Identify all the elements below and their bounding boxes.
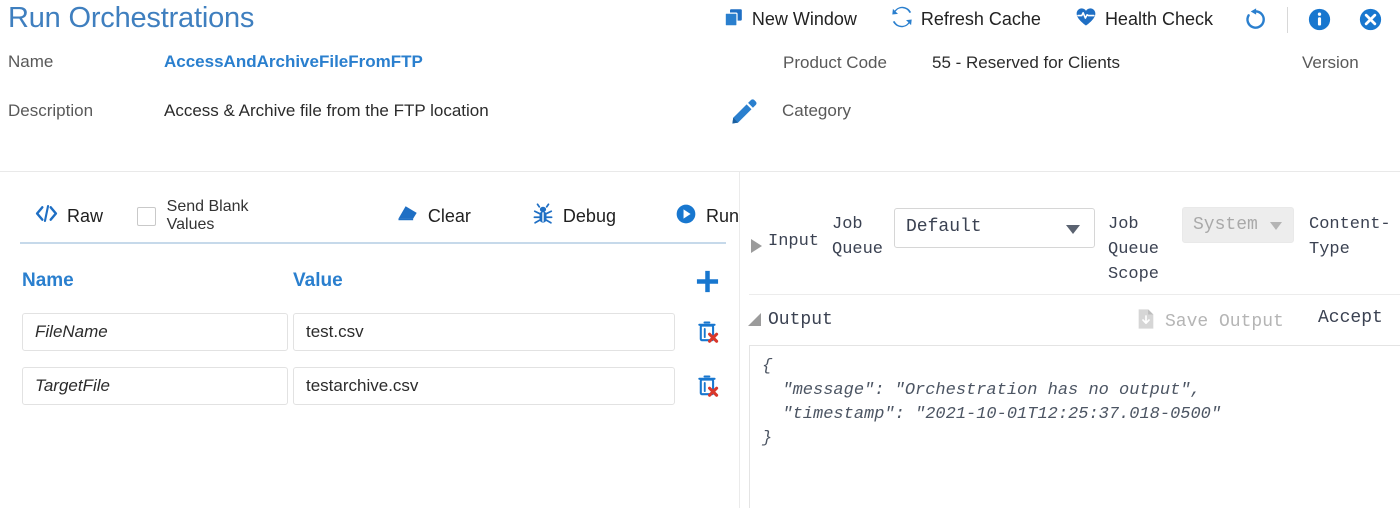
- chevron-down-icon: [1066, 225, 1080, 234]
- delete-row-icon[interactable]: [696, 374, 721, 404]
- code-brackets-icon: [35, 202, 58, 230]
- header-actions: New Window Refresh Cache: [706, 6, 1396, 33]
- job-queue-scope-selected-value: System: [1193, 215, 1258, 235]
- clear-button[interactable]: Clear: [397, 203, 471, 230]
- close-icon[interactable]: [1345, 7, 1396, 32]
- description-label: Description: [8, 101, 94, 120]
- job-queue-select[interactable]: Default: [894, 208, 1095, 248]
- delete-row-icon[interactable]: [696, 320, 721, 350]
- column-header-value: Value: [293, 270, 343, 291]
- description-value: Access & Archive file from the FTP locat…: [164, 101, 489, 120]
- output-label[interactable]: Output: [768, 310, 833, 330]
- input-label[interactable]: Input: [768, 232, 820, 251]
- page-header: Run Orchestrations Name AccessAndArchive…: [0, 0, 1400, 172]
- accept-button[interactable]: Accept: [1318, 308, 1383, 328]
- health-check-button[interactable]: Health Check: [1058, 6, 1230, 33]
- job-queue-scope-label: Job Queue Scope: [1108, 215, 1160, 284]
- parameter-name-input[interactable]: [22, 313, 288, 351]
- raw-button[interactable]: Raw: [35, 202, 103, 230]
- name-label: Name: [8, 52, 54, 71]
- name-value[interactable]: AccessAndArchiveFileFromFTP: [164, 52, 423, 71]
- input-output-divider: [749, 294, 1400, 295]
- send-blank-values-checkbox[interactable]: Send Blank Values: [137, 198, 298, 234]
- save-output-button[interactable]: Save Output: [1136, 308, 1284, 336]
- header-divider: [1287, 6, 1288, 33]
- job-queue-label: Job Queue: [832, 215, 884, 259]
- health-check-label: Health Check: [1104, 9, 1213, 29]
- refresh-cache-icon: [891, 6, 913, 33]
- refresh-cache-label: Refresh Cache: [920, 9, 1041, 29]
- parameters-panel: Raw Send Blank Values Clear: [0, 172, 739, 508]
- save-icon: [1136, 308, 1156, 336]
- add-parameter-button[interactable]: [694, 268, 721, 300]
- product-code-label: Product Code: [783, 53, 887, 72]
- new-window-label: New Window: [751, 9, 857, 29]
- eraser-icon: [397, 203, 419, 230]
- run-button[interactable]: Run: [675, 203, 739, 230]
- product-code-value: 55 - Reserved for Clients: [932, 53, 1121, 72]
- job-queue-selected-value: Default: [906, 217, 982, 237]
- input-section: Input Job Queue Default Job Queue Scope …: [740, 186, 1400, 284]
- checkbox-box[interactable]: [137, 206, 156, 226]
- play-circle-icon: [675, 203, 697, 230]
- parameter-value-input[interactable]: [293, 367, 675, 405]
- save-output-label: Save Output: [1165, 312, 1284, 332]
- parameter-value-input[interactable]: [293, 313, 675, 351]
- reset-icon[interactable]: [1230, 7, 1281, 32]
- output-textarea[interactable]: { "message": "Orchestration has no outpu…: [749, 345, 1400, 508]
- job-io-panel: Input Job Queue Default Job Queue Scope …: [739, 172, 1400, 508]
- version-label: Version: [1302, 53, 1359, 72]
- debug-button[interactable]: Debug: [532, 202, 616, 230]
- job-queue-scope-select: System: [1182, 207, 1294, 243]
- health-check-icon: [1075, 6, 1097, 33]
- content-type-label: Content-Type: [1309, 215, 1391, 259]
- refresh-cache-button[interactable]: Refresh Cache: [874, 6, 1058, 33]
- send-blank-values-label: Send Blank Values: [166, 198, 249, 233]
- parameter-name-input[interactable]: [22, 367, 288, 405]
- debug-label: Debug: [562, 205, 616, 226]
- run-label: Run: [705, 205, 739, 226]
- edit-pencil-icon[interactable]: [729, 97, 758, 131]
- parameters-toolbar: Raw Send Blank Values Clear: [0, 193, 739, 239]
- page-title: Run Orchestrations: [8, 2, 255, 34]
- bug-icon: [532, 202, 554, 230]
- header-rule: [0, 171, 1400, 172]
- clear-label: Clear: [427, 205, 471, 226]
- collapse-output-icon[interactable]: [748, 313, 761, 326]
- toolbar-rule: [20, 242, 726, 244]
- column-header-name: Name: [22, 270, 74, 291]
- new-window-button[interactable]: New Window: [706, 7, 874, 33]
- chevron-down-icon: [1270, 222, 1282, 230]
- category-label[interactable]: Category: [782, 101, 851, 120]
- info-icon[interactable]: [1294, 7, 1345, 32]
- expand-input-icon[interactable]: [751, 239, 762, 253]
- raw-label: Raw: [67, 205, 104, 226]
- new-window-icon: [723, 7, 744, 33]
